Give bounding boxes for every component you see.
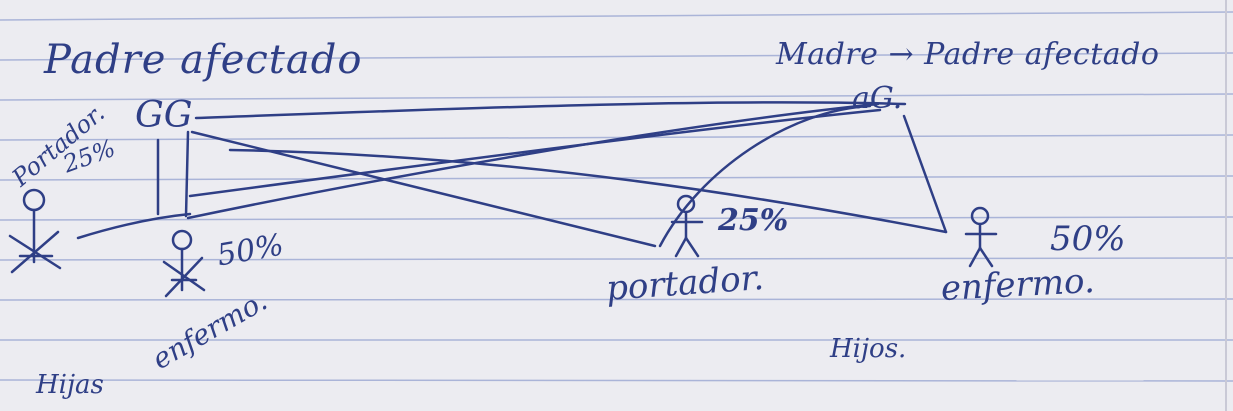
cross-line-gg-to-right-g bbox=[196, 102, 905, 118]
right-affected-percent: 50% bbox=[1050, 222, 1126, 256]
left-title: Padre afectado bbox=[44, 40, 362, 80]
right-title: Madre → Padre afectado bbox=[776, 40, 1159, 70]
right-children-label: Hijos. bbox=[830, 336, 906, 362]
affected-figure-left bbox=[164, 231, 204, 296]
parent-base-line bbox=[78, 214, 190, 238]
left-genotype: GG bbox=[135, 98, 193, 134]
right-carrier-label: portador. bbox=[605, 261, 765, 306]
right-carrier-percent: 25% bbox=[718, 206, 788, 236]
right-genotype: aG. bbox=[852, 84, 902, 114]
affected-figure-right bbox=[966, 208, 996, 266]
left-children-label: Hijas bbox=[36, 372, 104, 398]
cross-line-gg-to-carrier bbox=[192, 132, 655, 246]
right-affected-label: enfermo. bbox=[940, 264, 1095, 306]
right-g-to-affected-line bbox=[904, 116, 946, 232]
parent-vertical-line-2 bbox=[186, 132, 188, 216]
